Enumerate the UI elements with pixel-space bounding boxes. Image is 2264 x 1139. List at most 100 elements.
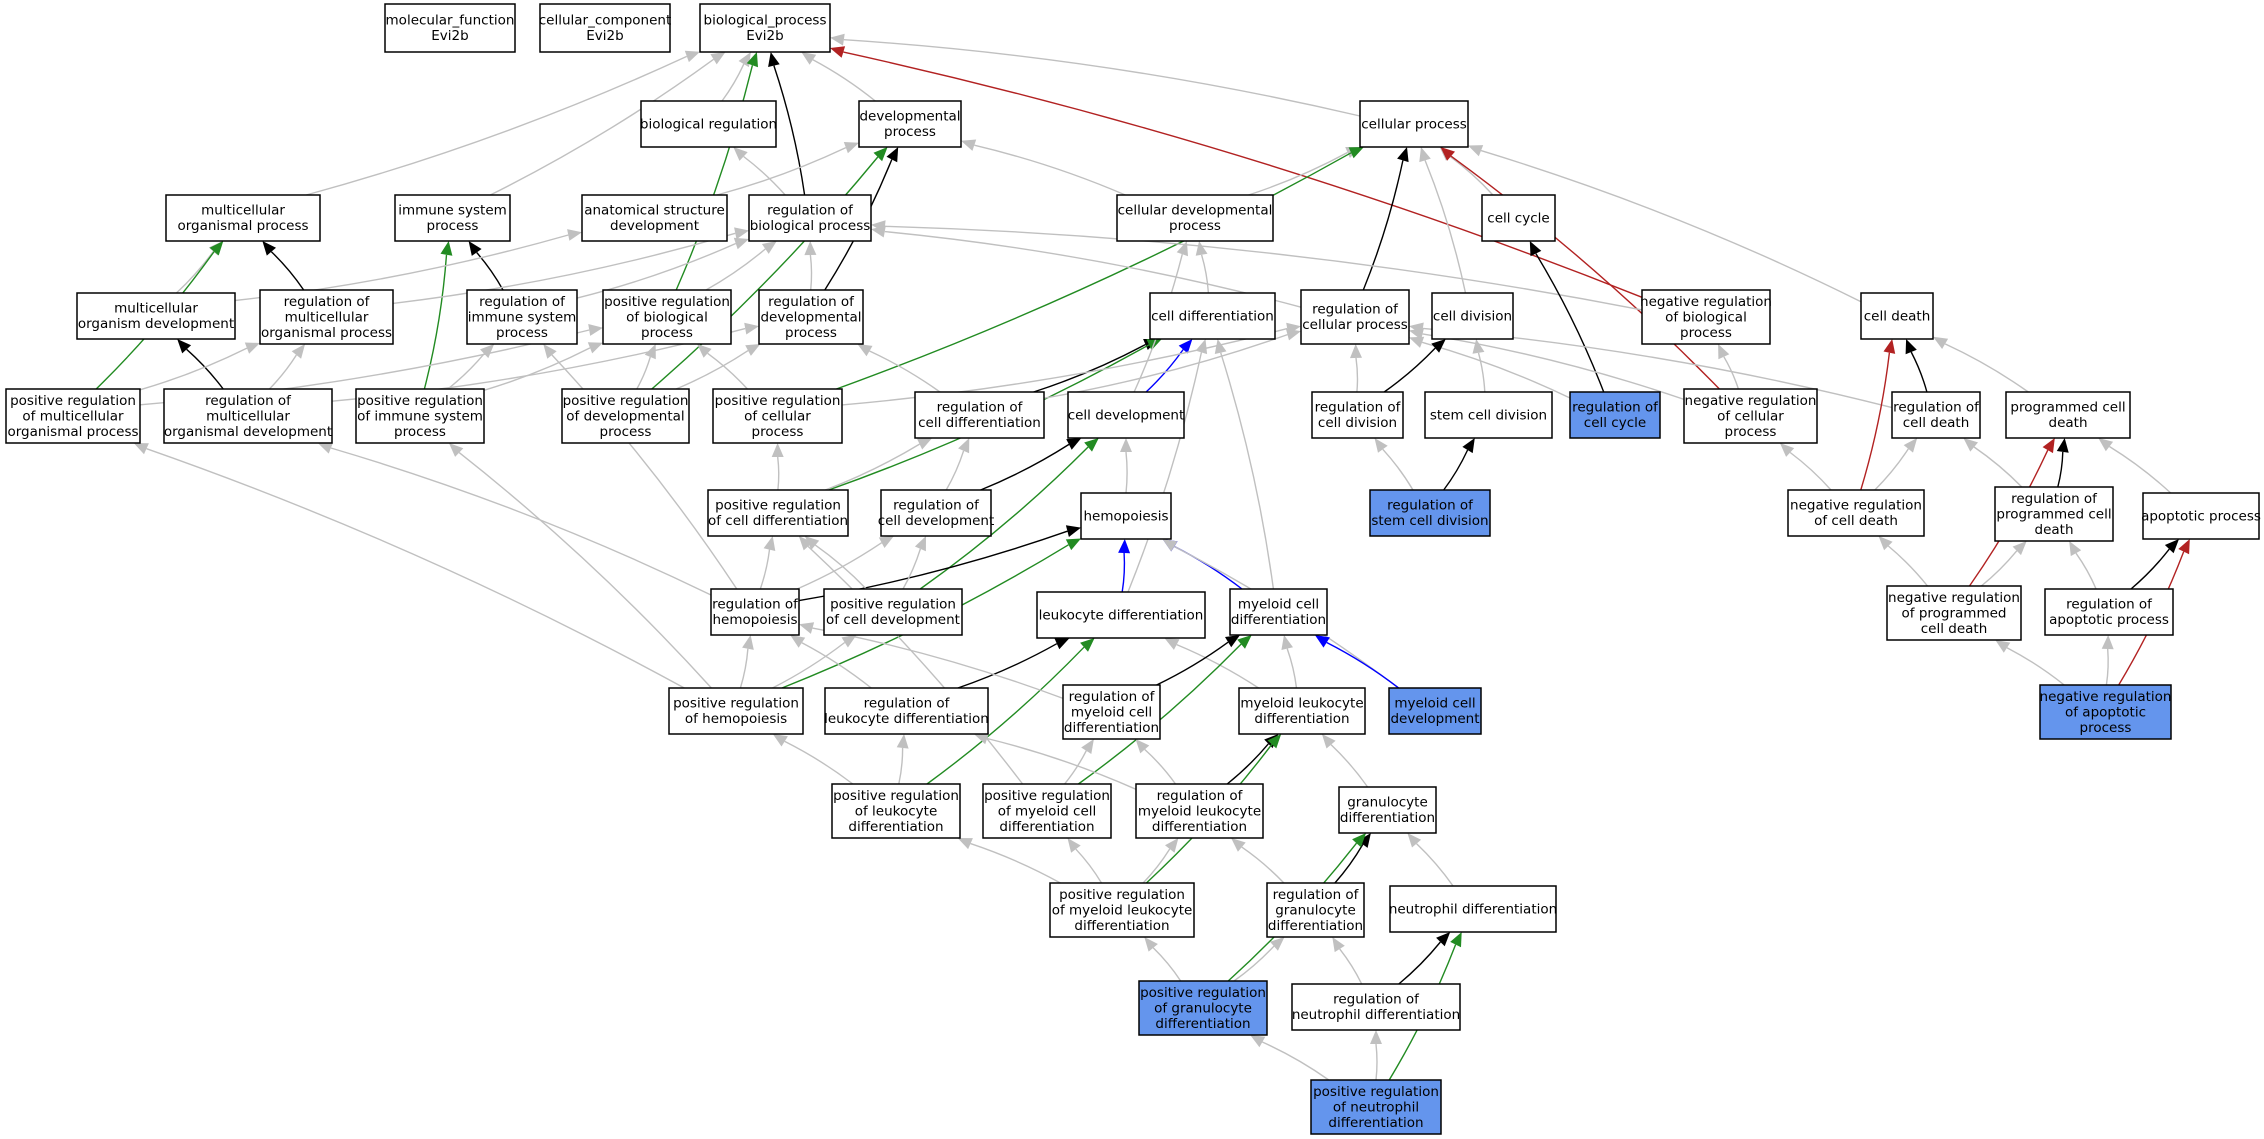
- go-term-celldev[interactable]: cell development: [1067, 391, 1185, 439]
- go-term-celldiff[interactable]: cell differentiation: [1149, 292, 1276, 340]
- edge-arrowhead: [1462, 438, 1475, 454]
- go-term-apop[interactable]: apoptotic process: [2141, 492, 2261, 540]
- go-term-biolreg[interactable]: biological regulation: [640, 100, 777, 148]
- edge-arrowhead: [1118, 539, 1131, 554]
- go-term-cellcycle[interactable]: cell cycle: [1481, 194, 1556, 242]
- edge-regleuko-to-reghemo: [790, 635, 872, 689]
- edge-arrowhead: [1065, 525, 1081, 537]
- edge-arrowhead: [1135, 739, 1150, 754]
- go-term-celldeath[interactable]: cell death: [1860, 292, 1934, 340]
- go-term-label: differentiation: [1074, 918, 1169, 934]
- edge-arrowhead: [830, 46, 846, 58]
- go-term-box: [1359, 100, 1469, 148]
- go-term-leukodiff[interactable]: leukocyte differentiation: [1036, 591, 1206, 639]
- go-term-label: of cell differentiation: [708, 513, 848, 529]
- go-term-box: [1424, 391, 1553, 439]
- edge-arrowhead: [468, 241, 482, 256]
- go-term-label: differentiation: [1254, 711, 1349, 727]
- go-term-label: positive regulation: [830, 597, 956, 613]
- edge-line: [777, 456, 780, 491]
- edge-arrowhead: [734, 227, 749, 240]
- go-term-celldiv[interactable]: cell division: [1431, 292, 1514, 340]
- go-term-label: of programmed: [1902, 605, 2007, 621]
- go-term-box: [1389, 885, 1557, 933]
- go-term-stemdiv[interactable]: stem cell division: [1424, 391, 1553, 439]
- go-term-box: [823, 588, 963, 636]
- edge-arrowhead: [843, 142, 859, 154]
- go-term-hemo[interactable]: hemopoiesis: [1080, 492, 1172, 540]
- edge-regapop-to-apop: [2130, 539, 2179, 590]
- edge-arrowhead: [1080, 638, 1095, 652]
- edge-line: [772, 641, 846, 689]
- edge-arrowhead: [1321, 734, 1336, 749]
- go-term-box: [914, 391, 1045, 439]
- go-term-label: cell differentiation: [1151, 308, 1274, 324]
- edge-arrowhead: [697, 344, 712, 358]
- go-term-label: differentiation: [1328, 1115, 1423, 1131]
- edge-posregmulti-to-regmultiorg: [139, 342, 260, 391]
- go-term-label: process: [600, 424, 652, 440]
- go-term-neutrodiff[interactable]: neutrophil differentiation: [1389, 885, 1557, 933]
- edge-line: [1127, 352, 1203, 593]
- edge-arrowhead: [790, 635, 806, 648]
- edge-arrowhead: [761, 241, 777, 254]
- edge-arrowhead: [958, 438, 970, 454]
- edge-line: [1383, 347, 1436, 393]
- go-term-label: apoptotic process: [2049, 612, 2169, 628]
- edge-posregmyelleuko-to-posregmyel: [1067, 838, 1103, 884]
- go-term-cellproc[interactable]: cellular process: [1359, 100, 1469, 148]
